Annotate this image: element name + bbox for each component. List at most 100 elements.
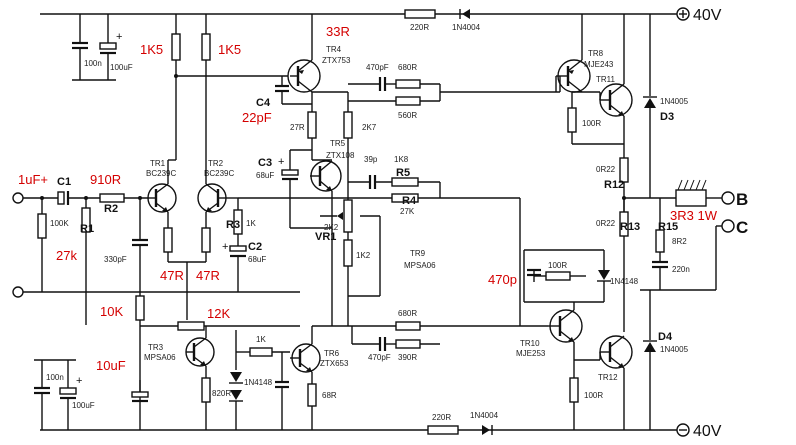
tr1-label: TR1 xyxy=(150,159,166,168)
r13-label: R13 xyxy=(620,221,640,233)
tr8-part: MJE243 xyxy=(584,60,614,69)
r-390r xyxy=(395,339,421,349)
r-390r-label: 390R xyxy=(398,353,417,362)
output-b-label: B xyxy=(736,190,748,209)
tr11-label: TR11 xyxy=(596,75,616,84)
c-100n-top-label: 100n xyxy=(84,59,102,68)
input-terminal[interactable] xyxy=(12,192,24,204)
tr9-label: TR9 xyxy=(410,249,426,258)
tr10-transistor xyxy=(548,309,583,343)
output-c-terminal[interactable] xyxy=(721,219,735,233)
c-100n-top xyxy=(72,14,88,80)
r-220r-bot xyxy=(427,425,459,435)
c1-value: 1uF+ xyxy=(18,172,48,187)
r5-label: R5 xyxy=(396,167,410,179)
r-1k-bot xyxy=(249,347,273,357)
r3-label: R3 xyxy=(226,219,240,231)
r1-value: 27k xyxy=(56,248,77,263)
c4-label: C4 xyxy=(256,97,271,109)
r-100r-top xyxy=(567,107,577,133)
vr1-potentiometer[interactable] xyxy=(343,199,353,233)
r4-value: 27K xyxy=(400,207,415,216)
d-1n4004-bot xyxy=(482,425,493,435)
tr1-transistor xyxy=(147,183,177,213)
tr5-part: ZTX108 xyxy=(326,151,355,160)
c-100uf-top: + xyxy=(99,14,122,80)
c-330pf-label: 330pF xyxy=(104,255,127,264)
ground-terminal[interactable] xyxy=(12,286,24,298)
r-1k5-right xyxy=(201,33,211,61)
r-560r-label: 560R xyxy=(398,111,417,120)
r-1k-bot-label: 1K xyxy=(256,335,266,344)
c-10uf-value: 10uF xyxy=(96,358,126,373)
c2-capacitor xyxy=(229,245,247,252)
tr12-label: TR12 xyxy=(598,373,618,382)
r-2k7-label: 2K7 xyxy=(362,123,377,132)
r3-value: 1K xyxy=(246,219,256,228)
r-68r xyxy=(307,383,317,407)
tr5-transistor xyxy=(310,160,342,192)
r-12k xyxy=(177,321,205,331)
r-100r-top-label: 100R xyxy=(582,119,601,128)
c-100uf-bot-label: 100uF xyxy=(72,401,95,410)
c-100n-bot xyxy=(34,360,50,430)
tr4-transistor xyxy=(287,59,321,93)
r15-label: R15 xyxy=(658,221,678,233)
c-470pf-bot-label: 470pF xyxy=(368,353,391,362)
c-100uf-top-label: 100uF xyxy=(110,63,133,72)
positive-rail-label: 40V xyxy=(693,7,722,24)
r5-resistor xyxy=(391,177,419,187)
r-1k2 xyxy=(343,239,353,267)
tr6-part: ZTX653 xyxy=(320,359,349,368)
r-100r-bot-label: 100R xyxy=(584,391,603,400)
tr10-label: TR10 xyxy=(520,339,540,348)
positive-terminal xyxy=(676,7,690,21)
c4-value: 22pF xyxy=(242,110,272,125)
negative-rail-label: 40V xyxy=(693,423,722,440)
r-820r xyxy=(201,377,211,403)
c2-label: C2 xyxy=(248,241,262,253)
c1-capacitor xyxy=(57,191,70,205)
tr3-transistor xyxy=(185,337,215,367)
r-220r-top xyxy=(404,9,436,19)
r2-value: 910R xyxy=(90,172,121,187)
r-100r-bot xyxy=(569,377,579,403)
d-1n4004-top-label: 1N4004 xyxy=(452,23,481,32)
svg-text:+: + xyxy=(278,156,284,168)
tr3-label: TR3 xyxy=(148,343,164,352)
r4-label: R4 xyxy=(402,195,417,207)
r-680r-bot xyxy=(395,321,421,331)
tr8-transistor xyxy=(556,59,591,93)
r-12k-value: 12K xyxy=(207,306,230,321)
r-220r-bot-label: 220R xyxy=(432,413,451,422)
c3-value: 68uF xyxy=(256,171,274,180)
tr12-transistor xyxy=(599,335,633,369)
r2-label: R2 xyxy=(104,203,118,215)
c3-capacitor xyxy=(281,169,299,176)
d-1n4148-bot-label: 1N4148 xyxy=(244,378,273,387)
c-470pf-top-label: 470pF xyxy=(366,63,389,72)
r-220r-top-label: 220R xyxy=(410,23,429,32)
r2-resistor xyxy=(99,193,125,203)
r-47r-right-value: 47R xyxy=(196,268,220,283)
r-100k-label: 100K xyxy=(50,219,69,228)
tr2-transistor xyxy=(197,183,227,213)
r15-value: 3R3 1W xyxy=(670,208,718,223)
r-100r-mid xyxy=(545,271,571,281)
d-1n4148-mid-label: 1N4148 xyxy=(610,277,639,286)
svg-text:+: + xyxy=(222,241,228,253)
d-1n4148-bot xyxy=(229,372,243,402)
tr1-part: BC239C xyxy=(146,169,176,178)
tr2-part: BC239C xyxy=(204,169,234,178)
r-680r-top-label: 680R xyxy=(398,63,417,72)
negative-terminal xyxy=(676,423,690,437)
output-b-terminal[interactable] xyxy=(721,191,735,205)
d-1n4148-mid xyxy=(597,270,611,282)
r12-label: R12 xyxy=(604,179,624,191)
tr3-part: MPSA06 xyxy=(144,353,176,362)
c3-label: C3 xyxy=(258,157,272,169)
r-1k5-left-value: 1K5 xyxy=(140,42,163,57)
tr4-label: TR4 xyxy=(326,45,342,54)
r1-label: R1 xyxy=(80,223,94,235)
